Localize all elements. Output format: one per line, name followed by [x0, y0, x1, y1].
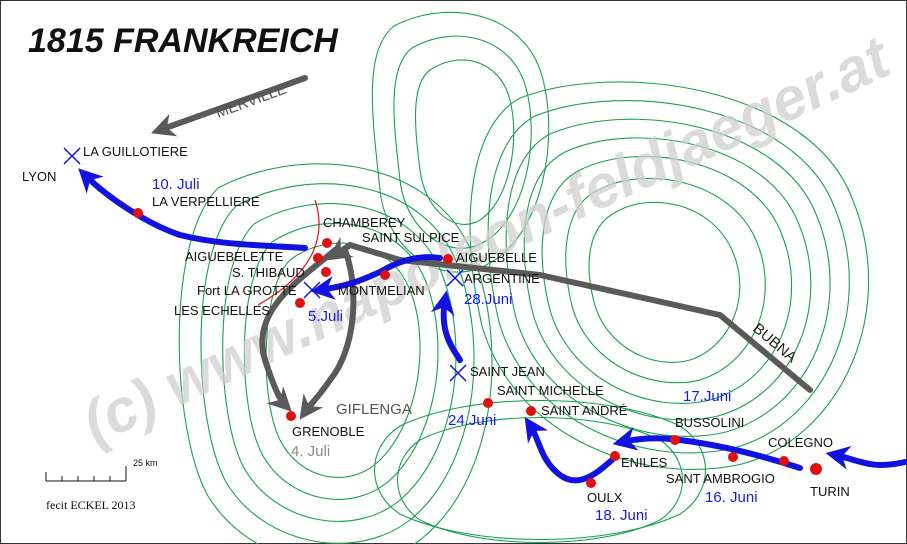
- route-oulx-saint-andre: [524, 417, 615, 484]
- city-dot-aiguebelette: [313, 253, 323, 263]
- route-saint-jean-aiguebelle: [430, 290, 463, 363]
- battle-markers: [63, 147, 467, 382]
- label-sant-ambrogio: SANT AMBROGIO: [666, 471, 775, 486]
- date-17-juni: 17.Juni: [683, 388, 731, 405]
- label-eniles: ENILES: [621, 455, 668, 470]
- label-saint-jean: SAINT JEAN: [470, 364, 545, 379]
- battle-saint-jean: [449, 364, 467, 382]
- bubna-route: [327, 237, 813, 393]
- credit-text: fecit ECKEL 2013: [46, 498, 136, 512]
- city-dot-bussolini: [670, 435, 680, 445]
- label-bussolini: BUSSOLINI: [675, 415, 744, 430]
- city-dot-grenoble: [286, 411, 296, 421]
- label-chamberey: CHAMBEREY: [323, 215, 406, 230]
- date-5-juli: 5.Juli: [308, 308, 343, 325]
- label-montmelian: MONTMELIAN: [338, 283, 425, 298]
- battle-la-guillotiere: [63, 147, 81, 165]
- border-arc: [257, 199, 320, 306]
- city-dot-s-thibaud: [321, 267, 331, 277]
- city-dot-saint-andre: [526, 406, 536, 416]
- date-24-juni: 24.Juni: [448, 412, 496, 429]
- label-giflenga: GIFLENGA: [336, 401, 412, 418]
- label-fort-la-grotte: Fort LA GROTTE: [197, 283, 297, 298]
- city-dot-oulx: [586, 478, 596, 488]
- date-4-juli: 4. Juli: [291, 443, 330, 460]
- label-la-guillotiere: LA GUILLOTIERE: [83, 144, 188, 159]
- city-dot-colegno: [779, 456, 789, 466]
- battle-argentine: [446, 269, 464, 287]
- city-markers: [133, 208, 822, 488]
- date-18-juni: 18. Juni: [595, 507, 648, 524]
- city-dot-montmelian: [380, 270, 390, 280]
- label-saint-sulpice: SAINT SULPICE: [362, 230, 460, 245]
- city-dot-aiguebelle: [443, 254, 453, 264]
- label-turin: TURIN: [810, 484, 850, 499]
- label-s-thibaud: S. THIBAUD: [232, 265, 305, 280]
- city-dot-eniles: [610, 451, 620, 461]
- city-dot-les-echelles: [295, 298, 305, 308]
- city-dot-turin: [810, 463, 822, 475]
- date-labels: 10. Juli 5.Juli 28.Juni 24.Juni 17.Juni …: [152, 176, 758, 524]
- route-chamberey-lyon: [78, 168, 308, 251]
- label-saint-andre: SAINT ANDRÉ: [541, 403, 628, 418]
- label-oulx: OULX: [587, 490, 623, 505]
- map-title: 1815 FRANKREICH: [28, 22, 339, 60]
- giflenga-route-a: [259, 247, 338, 412]
- label-aiguebelle: AIGUEBELLE: [456, 250, 537, 265]
- city-dot-la-verpelliere: [133, 208, 143, 218]
- route-aiguebelle-fort: [310, 254, 443, 300]
- date-16-juni: 16. Juni: [705, 489, 758, 506]
- city-dot-chamberey: [322, 238, 332, 248]
- place-labels: LYON LA GUILLOTIERE LA VERPELLIERE CHAMB…: [22, 144, 850, 505]
- route-colegno-eniles: [612, 427, 803, 471]
- label-argentine: ARGENTINE: [464, 271, 540, 286]
- label-saint-michelle: SAINT MICHELLE: [497, 383, 604, 398]
- battle-fort-la-grotte: [303, 281, 321, 299]
- city-dot-sant-ambrogio: [728, 452, 738, 462]
- label-grenoble: GRENOBLE: [292, 424, 365, 439]
- blue-routes: [78, 168, 907, 484]
- label-aiguebelette: AIGUEBELETTE: [185, 249, 284, 264]
- date-28-juni: 28.Juni: [464, 291, 512, 308]
- label-la-verpelliere: LA VERPELLIERE: [152, 194, 260, 209]
- scale-label: 25 km: [133, 458, 158, 468]
- route-turin-bussolini: [825, 446, 907, 470]
- label-les-echelles: LES ECHELLES: [174, 303, 270, 318]
- label-colegno: COLEGNO: [768, 435, 833, 450]
- city-dot-saint-michelle: [483, 398, 493, 408]
- label-lyon: LYON: [22, 169, 56, 184]
- scale-bar: [45, 466, 127, 482]
- merville-arrow: [150, 75, 308, 137]
- date-10-juli: 10. Juli: [152, 176, 200, 193]
